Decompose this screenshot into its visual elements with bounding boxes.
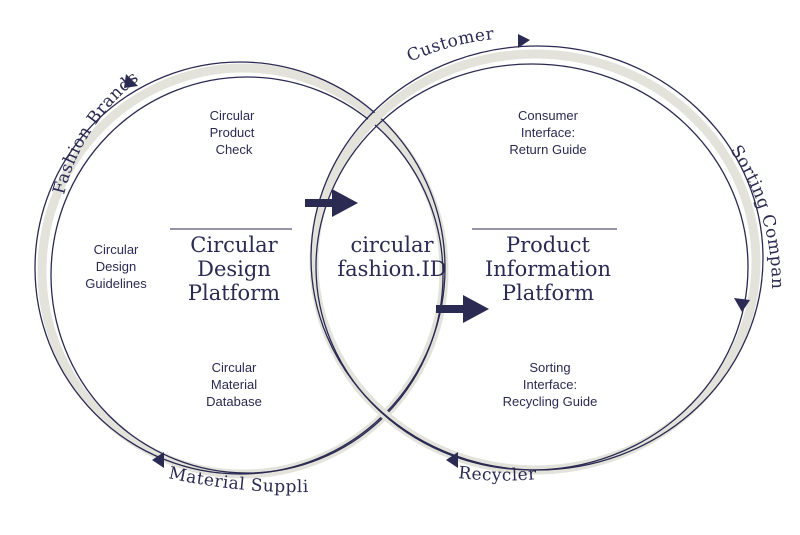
svg-text:Design: Design <box>96 259 136 274</box>
circular-design-guidelines: Circular Design Guidelines <box>85 242 147 291</box>
right-circle <box>309 45 764 475</box>
svg-text:Guidelines: Guidelines <box>85 276 147 291</box>
arrowhead-recycler-icon <box>446 452 458 468</box>
circular-fashion-id-title: circular fashion.ID <box>337 233 446 281</box>
flow-arrows <box>305 189 489 323</box>
left-circle-inner-ring <box>50 76 444 474</box>
svg-text:Circular: Circular <box>212 360 257 375</box>
cycle-arrowheads <box>124 34 750 468</box>
circular-design-platform-title: Circular Design Platform <box>188 233 280 305</box>
circular-material-database: Circular Material Database <box>206 360 262 409</box>
svg-text:Product: Product <box>506 233 591 257</box>
svg-text:Circular: Circular <box>94 242 139 257</box>
arrow-design-to-id-icon <box>305 189 358 217</box>
arrowhead-fashion-brands-icon <box>124 74 138 88</box>
svg-text:Circular: Circular <box>210 108 255 123</box>
svg-text:Information: Information <box>485 257 611 281</box>
svg-text:Circular: Circular <box>190 233 278 257</box>
svg-text:Material: Material <box>211 377 257 392</box>
svg-text:Platform: Platform <box>502 281 594 305</box>
svg-text:fashion.ID: fashion.ID <box>337 257 446 281</box>
arrowhead-sorting-company-icon <box>734 298 750 312</box>
svg-text:Database: Database <box>206 394 262 409</box>
left-circle <box>34 61 449 479</box>
svg-text:Sorting: Sorting <box>529 360 570 375</box>
svg-text:Interface:: Interface: <box>523 377 577 392</box>
consumer-interface-return-guide: Consumer Interface: Return Guide <box>509 108 586 157</box>
svg-text:Design: Design <box>197 257 271 281</box>
right-circle-inner-ring <box>315 63 749 471</box>
sorting-interface-recycling-guide: Sorting Interface: Recycling Guide <box>503 360 598 409</box>
label-recycler: Recycler <box>458 463 538 485</box>
svg-text:Interface:: Interface: <box>521 125 575 140</box>
arrowhead-customer-icon <box>518 34 530 48</box>
circular-product-check: Circular Product Check <box>210 108 255 157</box>
svg-text:Recycling Guide: Recycling Guide <box>503 394 598 409</box>
svg-text:Return Guide: Return Guide <box>509 142 586 157</box>
svg-text:Platform: Platform <box>188 281 280 305</box>
left-circle-outer-ring <box>34 61 446 475</box>
product-information-platform-title: Product Information Platform <box>485 233 611 305</box>
svg-text:circular: circular <box>350 233 434 257</box>
arrow-id-to-information-icon <box>436 295 489 323</box>
svg-text:Consumer: Consumer <box>518 108 579 123</box>
svg-text:Product: Product <box>210 125 255 140</box>
svg-text:Check: Check <box>216 142 253 157</box>
arrowhead-material-supplier-icon <box>152 452 164 468</box>
label-fashion-brands: Fashion Brands <box>49 68 142 197</box>
